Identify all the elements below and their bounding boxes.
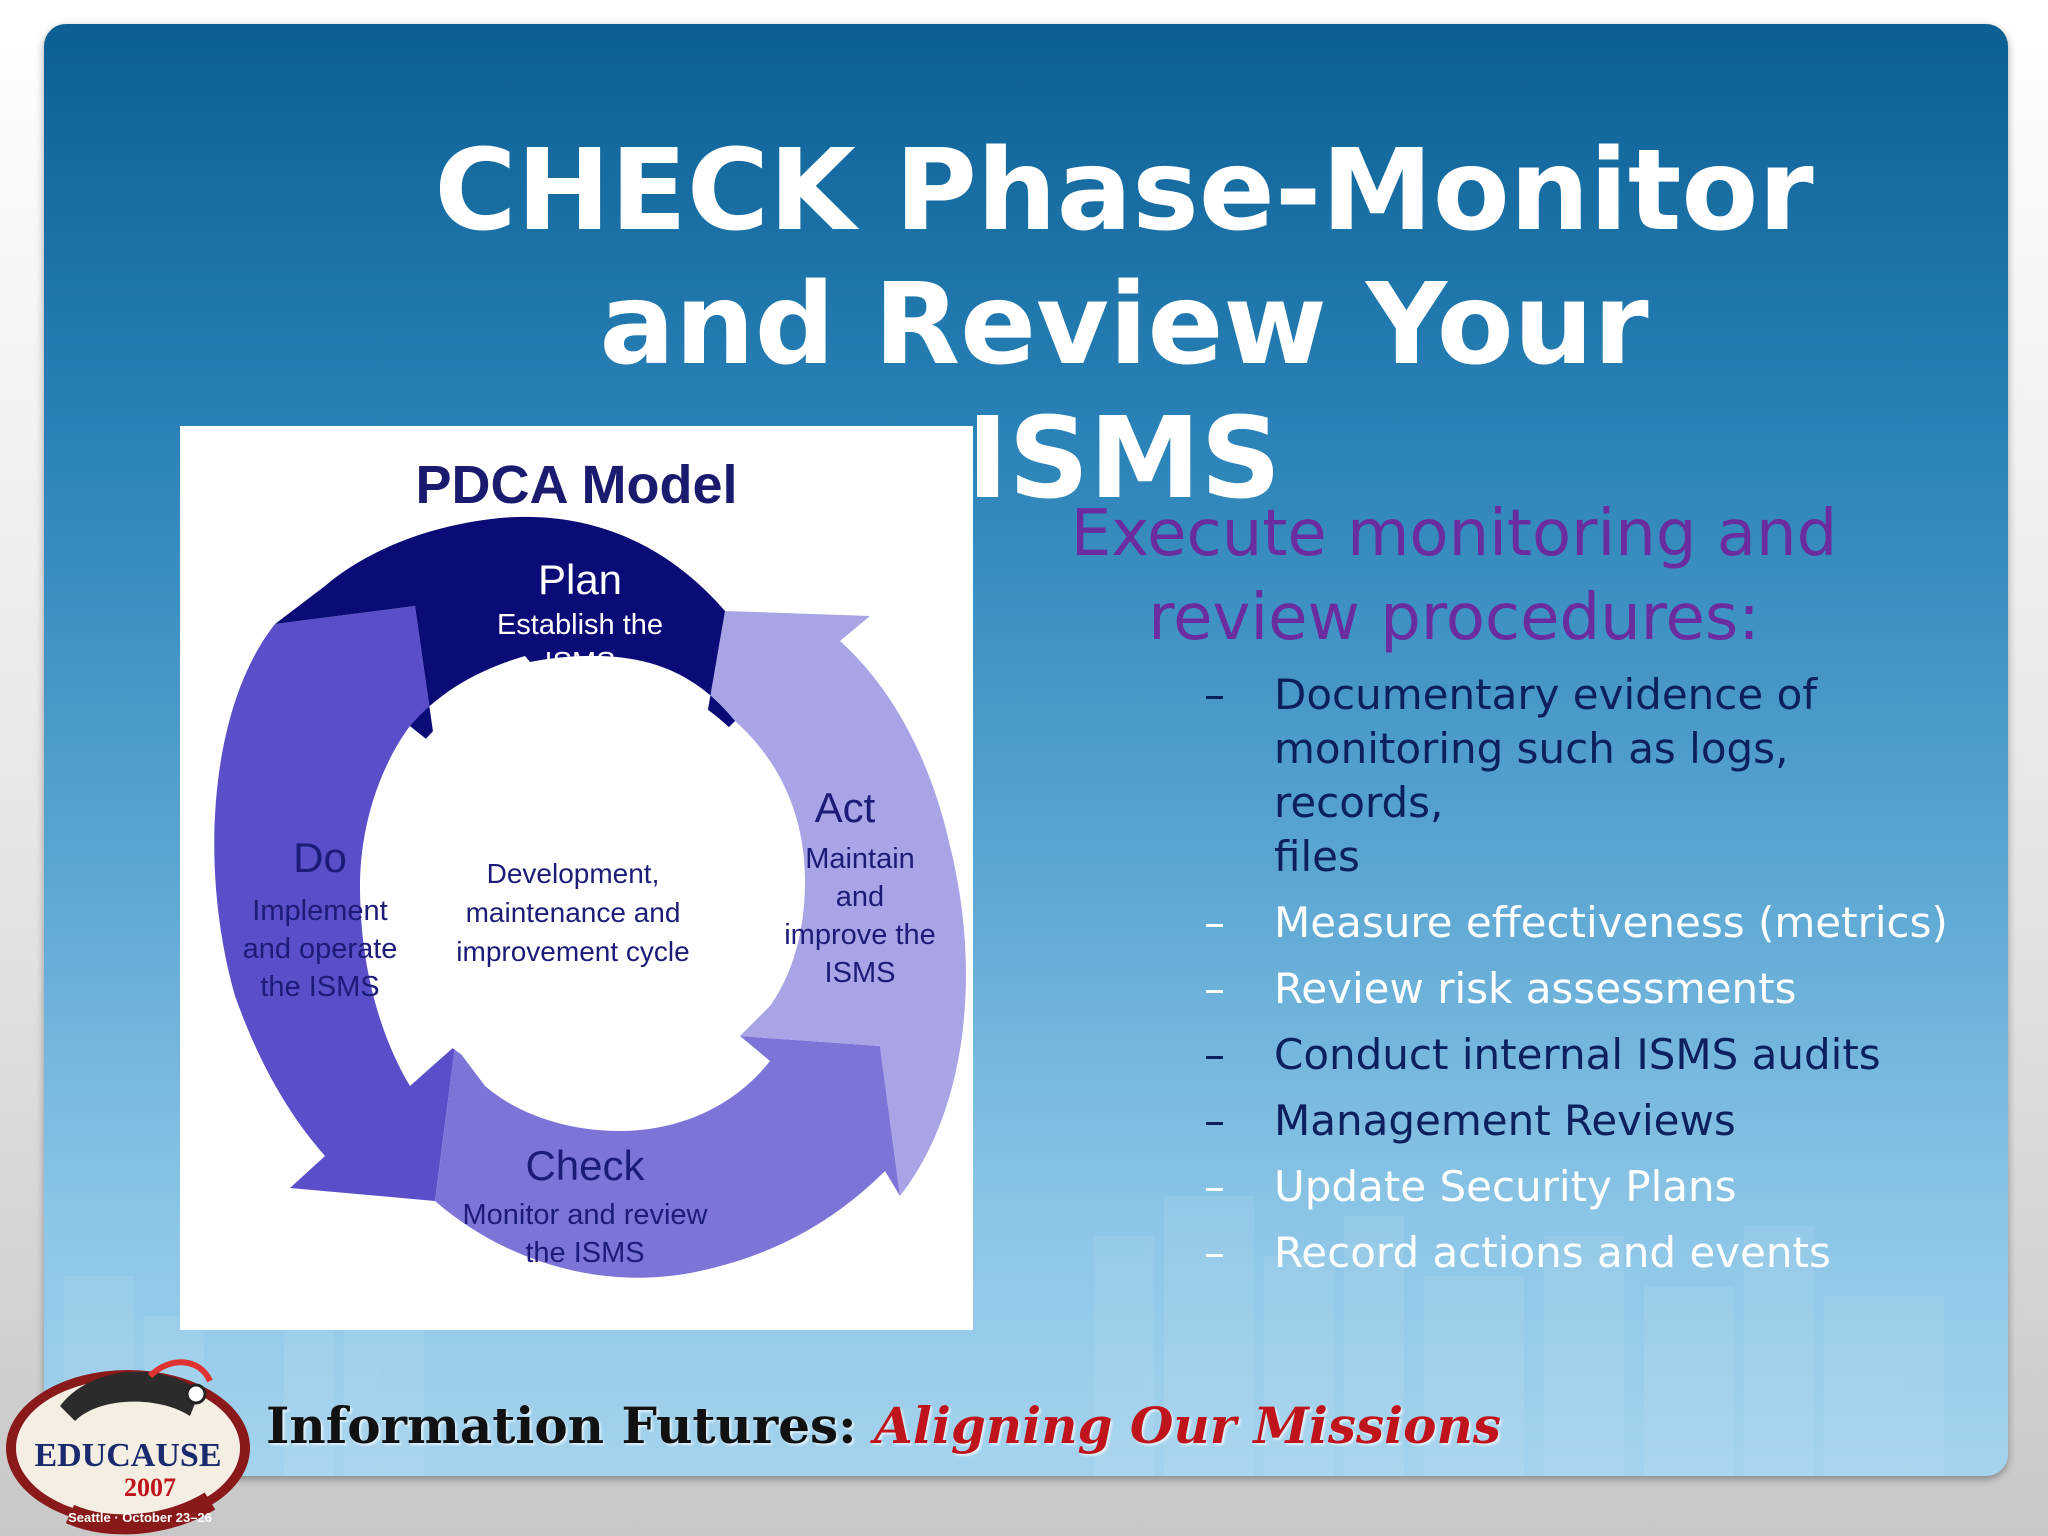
bullet-text-line: files xyxy=(1274,832,1360,881)
dash-marker: – xyxy=(1204,1162,1225,1211)
logo-year: 2007 xyxy=(124,1473,176,1502)
conference-tagline: Information Futures: Aligning Our Missio… xyxy=(266,1396,1501,1455)
plan-sub: ISMS xyxy=(544,647,616,679)
do-sub: and operate xyxy=(242,933,398,965)
logo-caption: Seattle · October 23–26 xyxy=(68,1510,212,1525)
center-line: improvement cycle xyxy=(456,936,690,967)
do-sub: Implement xyxy=(252,895,388,927)
check-label: Check Monitor and review the ISMS xyxy=(420,1140,750,1272)
do-head: Do xyxy=(293,834,347,881)
logo-name: EDUCAUSE xyxy=(34,1437,221,1474)
bullet-text: Management Reviews xyxy=(1274,1096,1736,1145)
act-head: Act xyxy=(814,784,876,831)
check-segment xyxy=(435,1036,900,1278)
title-line-1: CHECK Phase-Monitor xyxy=(434,126,1814,256)
center-line: maintenance and xyxy=(465,897,681,928)
do-sub: the ISMS xyxy=(260,971,380,1003)
list-item: – Documentary evidence of monitoring suc… xyxy=(1054,668,1954,884)
act-sub: improve the xyxy=(784,919,936,951)
content-panel: Execute monitoring and review procedures… xyxy=(1054,492,1954,1292)
act-sub: ISMS xyxy=(824,957,896,989)
dash-marker: – xyxy=(1204,670,1225,719)
act-label: Act Maintain and improve the ISMS xyxy=(760,782,960,992)
educause-2007-logo: EDUCAUSE 2007 Seattle · October 23–26 xyxy=(6,1359,250,1535)
list-item: – Record actions and events xyxy=(1054,1226,1954,1280)
section-heading: Execute monitoring and review procedures… xyxy=(1054,492,1854,660)
bullet-text-line: Documentary evidence of xyxy=(1274,670,1818,719)
dash-marker: – xyxy=(1204,1096,1225,1145)
heading-line-2: review procedures: xyxy=(1148,581,1760,655)
tagline-left: Information Futures: xyxy=(266,1396,875,1455)
list-item: – Management Reviews xyxy=(1054,1094,1954,1148)
act-segment xyxy=(700,611,966,1196)
bullet-text: Review risk assessments xyxy=(1274,964,1797,1013)
do-segment xyxy=(214,606,455,1201)
diagram-title: PDCA Model xyxy=(415,455,738,515)
act-sub: and xyxy=(835,881,885,913)
bullet-text: Measure effectiveness (metrics) xyxy=(1274,898,1948,947)
slide-title: CHECK Phase-Monitor and Review Your ISMS xyxy=(424,124,1824,526)
dash-marker: – xyxy=(1204,1030,1225,1079)
center-hole xyxy=(371,669,795,1093)
pdca-diagram: PDCA Model Plan Establish the ISMS Do Im… xyxy=(180,426,973,1330)
dash-marker: – xyxy=(1204,1228,1225,1277)
tagline-right: Aligning Our Missions xyxy=(874,1396,1501,1455)
act-sub: Maintain xyxy=(805,843,915,875)
bullet-list: – Documentary evidence of monitoring suc… xyxy=(1054,668,1954,1280)
bullet-text: Record actions and events xyxy=(1274,1228,1831,1277)
check-sub: Monitor and review xyxy=(462,1199,708,1231)
bullet-text-line: monitoring such as logs, records, xyxy=(1274,724,1789,827)
plan-label: Plan Establish the ISMS xyxy=(430,554,730,682)
list-item: – Measure effectiveness (metrics) xyxy=(1054,896,1954,950)
plan-segment xyxy=(275,516,735,756)
dash-marker: – xyxy=(1204,964,1225,1013)
cycle-center-label: Development, maintenance and improvement… xyxy=(448,854,698,971)
list-item: – Update Security Plans xyxy=(1054,1160,1954,1214)
bullet-text: Conduct internal ISMS audits xyxy=(1274,1030,1881,1079)
dash-marker: – xyxy=(1204,898,1225,947)
center-line: Development, xyxy=(486,858,660,889)
list-item: – Conduct internal ISMS audits xyxy=(1054,1028,1954,1082)
plan-sub: Establish the xyxy=(496,609,664,641)
check-head: Check xyxy=(525,1142,645,1189)
plan-head: Plan xyxy=(537,556,623,603)
bullet-text: Update Security Plans xyxy=(1274,1162,1737,1211)
list-item: – Review risk assessments xyxy=(1054,962,1954,1016)
check-sub: the ISMS xyxy=(525,1237,645,1269)
pdca-cycle-graphic xyxy=(214,516,966,1278)
do-label: Do Implement and operate the ISMS xyxy=(220,832,420,1006)
title-line-2: and Review Your ISMS xyxy=(599,260,1649,524)
heading-line-1: Execute monitoring and xyxy=(1070,497,1838,571)
